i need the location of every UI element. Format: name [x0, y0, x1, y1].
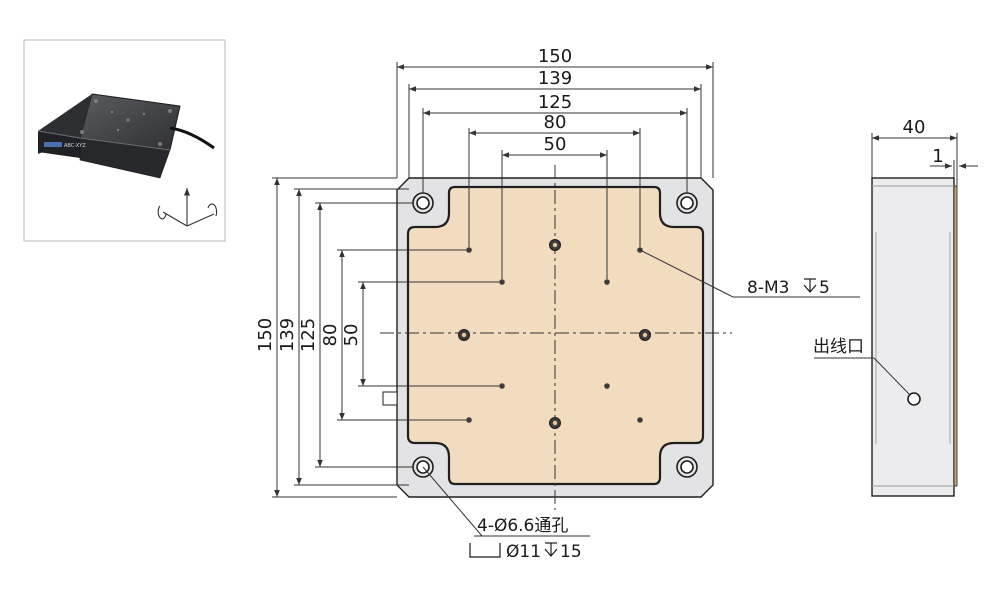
dim-top-125: 125: [538, 92, 572, 113]
tapped-hole: [499, 279, 505, 285]
tapped-hole: [637, 417, 643, 423]
dim-side-width: 40: [903, 117, 926, 138]
dim-top-150: 150: [538, 46, 572, 67]
tapped-hole: [466, 417, 472, 423]
cable-outlet: [907, 392, 921, 406]
dim-top-50: 50: [544, 134, 567, 155]
dim-side-offset: 1: [932, 146, 943, 167]
callout-counterbore-dia: Ø11: [506, 542, 541, 562]
dim-left-139: 139: [277, 318, 298, 352]
corner-hole-bottom-right: [676, 456, 698, 478]
outlet-label: 出线口: [813, 337, 864, 357]
corner-hole-top-left: [412, 192, 434, 214]
tapped-hole: [466, 247, 472, 253]
counterbore-symbol-icon: [469, 543, 501, 558]
product-photo: ABC-XYZ: [23, 39, 226, 242]
callout-tapped-holes: 8-M3: [747, 278, 789, 298]
callout-tapped-depth: 5: [819, 278, 830, 298]
plan-view: 150 139 125 80 50 150 139 125 80 50: [255, 46, 860, 562]
axis-indicator-icon: [157, 188, 218, 227]
dim-left-80: 80: [320, 324, 341, 347]
dim-left-125: 125: [298, 318, 319, 352]
svg-text:ABC-XYZ: ABC-XYZ: [64, 143, 86, 149]
svg-text:8-M3: 8-M3: [747, 278, 789, 298]
depth-symbol-icon-2: [544, 542, 558, 557]
dim-left-150: 150: [255, 318, 276, 352]
dim-top-80: 80: [544, 112, 567, 133]
dim-top-139: 139: [538, 68, 572, 89]
tapped-hole: [604, 383, 610, 389]
depth-symbol-icon: [803, 278, 817, 293]
tapped-hole: [499, 383, 505, 389]
corner-hole-bottom-left: [412, 456, 434, 478]
tapped-hole: [604, 279, 610, 285]
side-view: 40 1 出线口: [813, 117, 978, 497]
callout-counterbore-depth: 15: [560, 542, 582, 562]
callout-through-holes: 4-Ø6.6通孔: [477, 516, 568, 536]
corner-hole-top-right: [676, 192, 698, 214]
dim-left-50: 50: [341, 324, 362, 347]
